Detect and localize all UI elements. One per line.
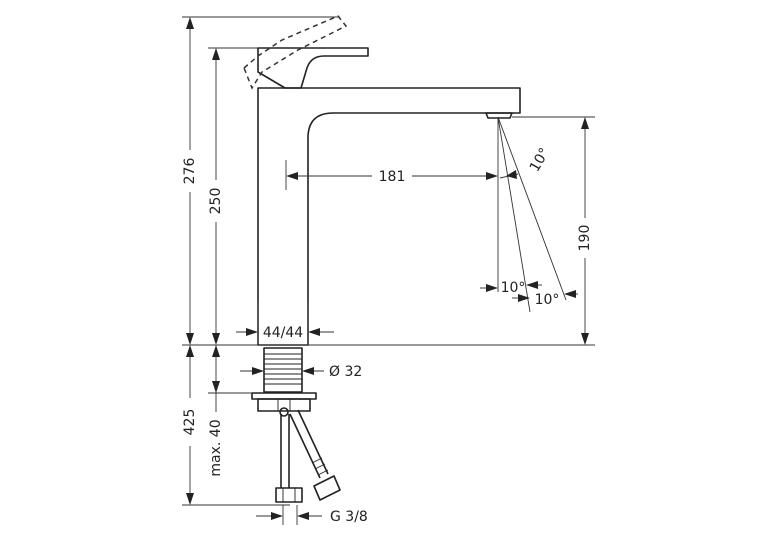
aerator	[485, 112, 513, 119]
extension-lines	[182, 16, 595, 525]
outlet-height-label: 190	[577, 225, 593, 252]
dimension-spout-height: 250	[208, 48, 224, 345]
dimension-spray-angles: 10° 10° 10°	[480, 145, 578, 308]
base-size-label: 44/44	[263, 325, 303, 341]
faucet-outline	[257, 87, 521, 346]
lever-handle	[243, 15, 369, 90]
dimension-hose-length: 425	[182, 345, 198, 505]
spout-height-label: 250	[208, 188, 224, 215]
dimension-outlet-height: 190	[577, 117, 593, 345]
faucet-body	[257, 87, 521, 346]
lever-open-position	[243, 15, 348, 90]
angle-lower-1-label: 10°	[501, 280, 526, 296]
dimension-max-thickness: max. 40	[208, 345, 224, 477]
mounting-shank	[251, 347, 317, 417]
center-fastener	[279, 407, 289, 417]
mounting-plate	[251, 392, 317, 400]
dimension-total-height: 276	[182, 17, 198, 345]
angle-upper-label: 10°	[527, 145, 553, 175]
max-thickness-label: max. 40	[208, 419, 224, 476]
connection-thread-label: G 3/8	[330, 509, 368, 525]
dimension-spout-reach: 181	[286, 169, 498, 185]
threaded-shank	[263, 347, 303, 393]
shank-diameter-label: Ø 32	[329, 364, 362, 380]
total-height-label: 276	[182, 158, 198, 185]
hose-left	[280, 414, 290, 488]
dimension-shank-diameter: Ø 32	[240, 364, 362, 380]
dimension-connection-thread: G 3/8	[256, 509, 368, 525]
spout-reach-label: 181	[379, 169, 406, 185]
hose-nut-right	[313, 475, 341, 501]
hose-nut-left	[275, 487, 303, 503]
shank-thread-lines	[264, 353, 302, 385]
mounting-nut	[257, 398, 311, 412]
dimension-base-size: 44/44	[236, 325, 334, 341]
hose-right	[289, 409, 329, 479]
supply-hoses	[275, 409, 341, 503]
lever-closed	[257, 47, 369, 89]
hose-length-label: 425	[182, 409, 198, 436]
angle-lower-2-label: 10°	[535, 292, 560, 308]
